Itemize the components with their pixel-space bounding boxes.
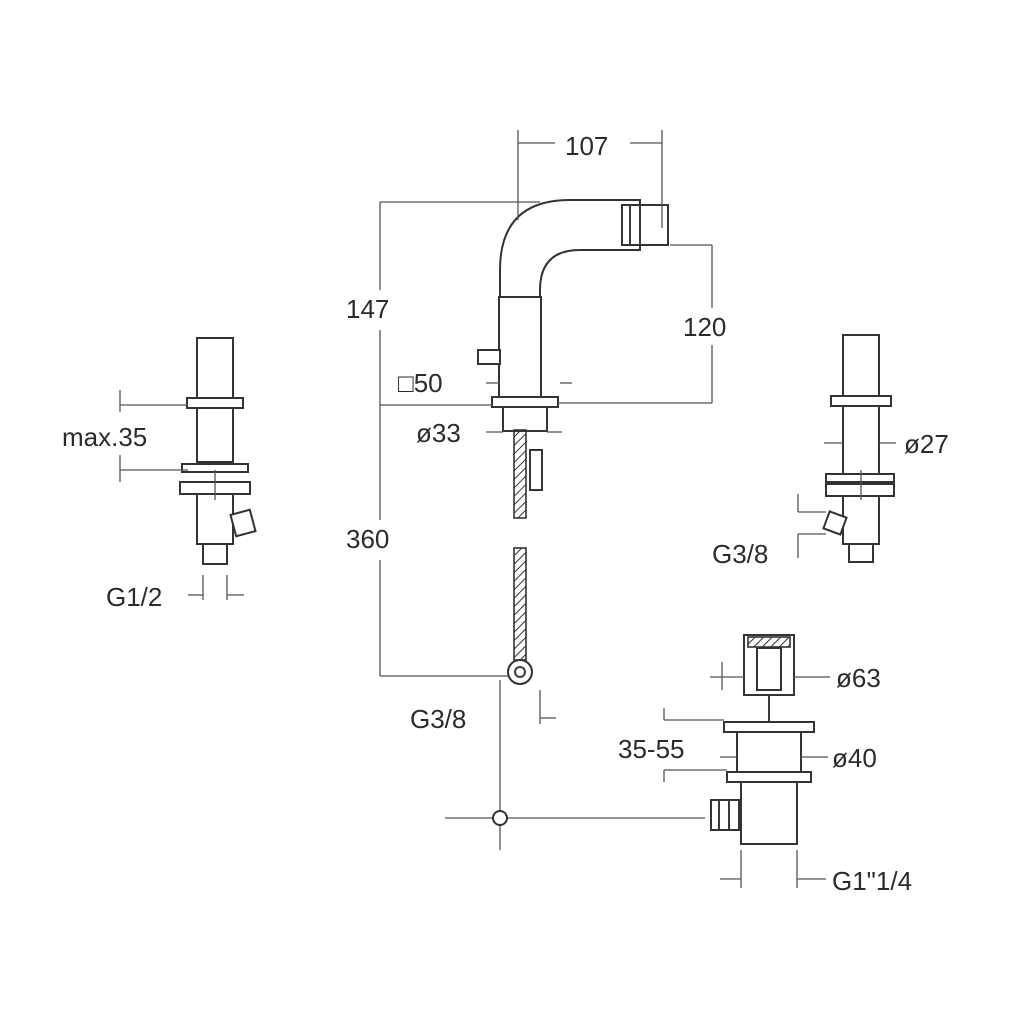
right-valve <box>822 334 895 563</box>
base-square-label: □50 <box>398 368 443 398</box>
left-valve <box>179 337 257 565</box>
right-valve-diameter-label: ø27 <box>904 429 949 459</box>
hose-connection-label: G3/8 <box>410 704 466 734</box>
waste-flange-diameter-label: ø40 <box>832 743 877 773</box>
waste-outlet-label: G1"1/4 <box>832 866 912 896</box>
right-valve-connection-label: G3/8 <box>712 539 768 569</box>
spout-reach-label: 107 <box>565 131 608 161</box>
spout-height-label: 147 <box>346 294 389 324</box>
waste-top-diameter-label: ø63 <box>836 663 881 693</box>
waste-dimensions <box>663 662 830 888</box>
supply-hose <box>445 429 705 850</box>
hose-length-label: 360 <box>346 524 389 554</box>
spout-dimensions <box>379 130 713 724</box>
waste-assembly <box>710 634 815 845</box>
left-valve-connection-label: G1/2 <box>106 582 162 612</box>
base-diameter-label: ø33 <box>416 418 461 448</box>
left-valve-max-thickness-label: max.35 <box>62 422 147 452</box>
waste-range-label: 35-55 <box>618 734 685 764</box>
right-valve-dimensions <box>797 442 896 558</box>
spout-body <box>477 199 669 432</box>
spout-drop-label: 120 <box>683 312 726 342</box>
left-valve-dimensions <box>119 390 244 600</box>
